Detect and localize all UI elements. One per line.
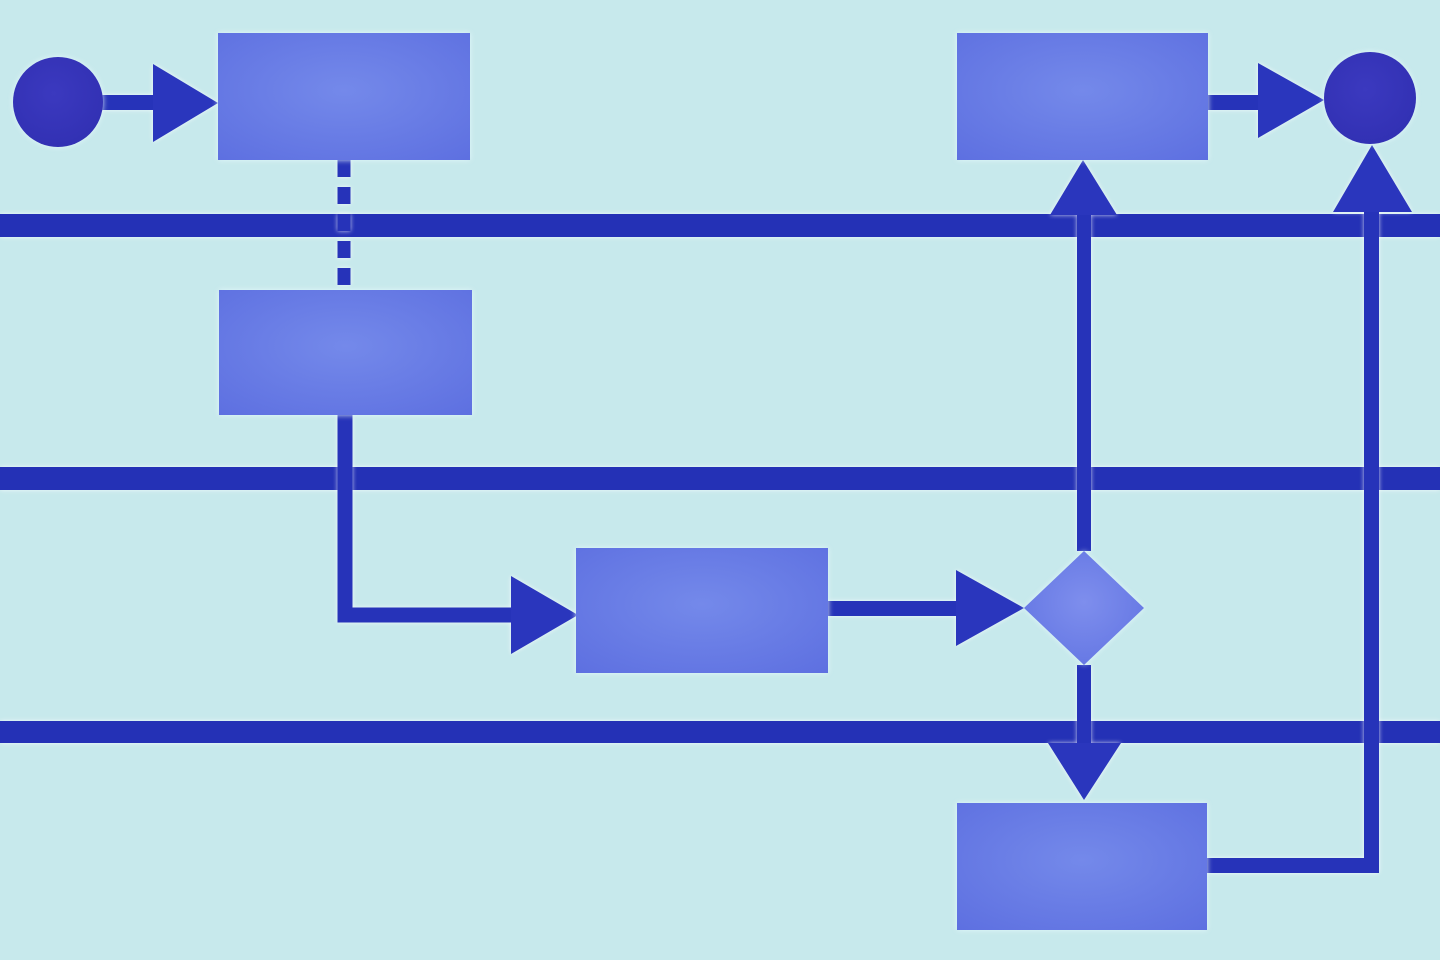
task-node-1[interactable]: [218, 33, 470, 160]
right-vertical-line: [1364, 212, 1379, 873]
task5-down-arrowhead-icon: [1048, 743, 1121, 800]
end-event-node[interactable]: [1324, 52, 1416, 144]
task-node-2[interactable]: [219, 290, 472, 415]
end-arrow-shaft: [1208, 95, 1260, 110]
bottom-elbow-line: [1207, 858, 1379, 873]
task4-up-arrowhead-icon: [1050, 160, 1117, 215]
task-node-4[interactable]: [957, 33, 1208, 160]
end-up-arrowhead-icon: [1333, 145, 1412, 212]
connectors: [98, 63, 1412, 873]
lane-divider-3: [0, 721, 1440, 743]
gateway-arrowhead-icon: [956, 570, 1024, 646]
start-arrowhead-icon: [153, 64, 218, 142]
flowchart-nodes: [13, 33, 1416, 930]
start-arrow-shaft: [98, 95, 156, 110]
gateway-up-line: [1077, 214, 1091, 551]
gateway-down-line: [1077, 665, 1091, 743]
lane-divider-2: [0, 467, 1440, 490]
task2-elbow-connector: [337, 415, 512, 623]
end-arrowhead-icon: [1258, 63, 1324, 138]
task3-arrowhead-icon: [511, 576, 578, 654]
decision-gateway-node[interactable]: [1024, 551, 1144, 665]
task-node-5[interactable]: [957, 803, 1207, 930]
lane-divider-1: [0, 214, 1440, 237]
gateway-arrow-shaft: [828, 601, 958, 616]
start-event-node[interactable]: [13, 57, 103, 147]
task-node-3[interactable]: [576, 548, 828, 673]
